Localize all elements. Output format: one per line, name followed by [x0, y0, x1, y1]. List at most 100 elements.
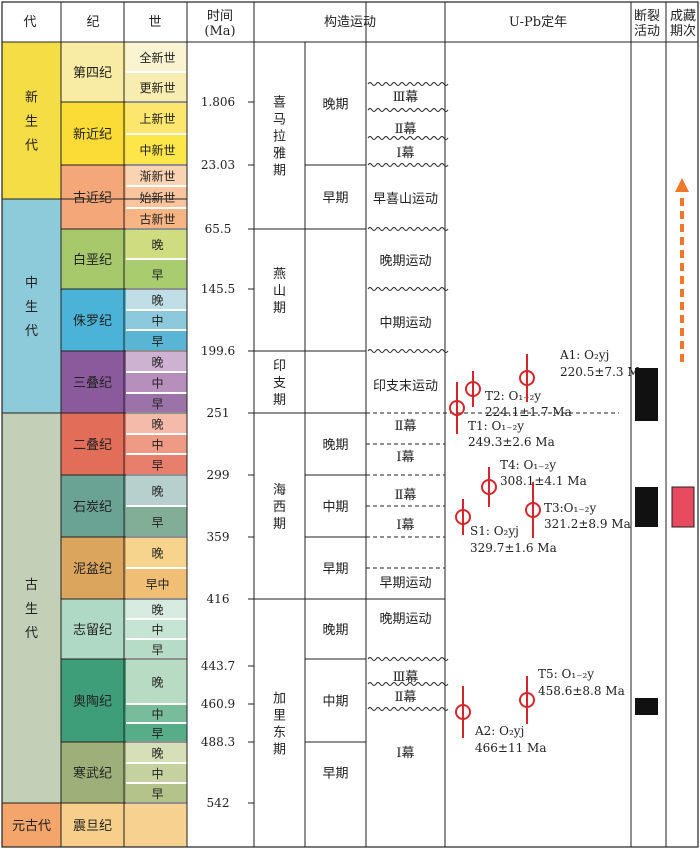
time-label: 542 [207, 796, 230, 810]
orogeny-label-char: 拉 [273, 130, 286, 145]
period-cell [63, 229, 124, 289]
period-cell [63, 659, 124, 742]
upb-sample-age: 466±11 Ma [475, 741, 546, 755]
epoch-label: 早 [151, 397, 163, 411]
epoch-label: 始新世 [139, 190, 175, 205]
orogeny-label-char: 海 [273, 483, 286, 498]
period-label: 二叠纪 [73, 438, 112, 453]
epoch-cell [126, 413, 187, 434]
upb-point [449, 400, 465, 416]
epoch-cell [126, 208, 187, 229]
color-fills [2, 41, 187, 847]
period-cell [63, 42, 124, 102]
wavy-line [367, 108, 449, 112]
period-label: 石炭纪 [73, 500, 112, 515]
upb-point [525, 502, 541, 518]
epoch-cell [126, 537, 187, 568]
orogeny-label-char: 西 [273, 500, 286, 515]
era-cell [2, 803, 61, 847]
epoch-label: 晚 [151, 747, 163, 761]
wavy-line [367, 227, 449, 231]
period-label: 寒武纪 [73, 766, 112, 782]
epoch-cell [126, 454, 187, 475]
orogeny-label-char: 马 [273, 113, 286, 128]
time-label: 251 [207, 406, 230, 420]
epoch-label: 早 [151, 335, 163, 349]
epoch-label: 中 [151, 622, 163, 637]
upb-markers [449, 354, 541, 738]
event-label: Ⅱ幕 [395, 122, 417, 137]
epoch-label: 渐新世 [139, 169, 175, 184]
era-cell [2, 42, 61, 199]
epoch-cell [126, 506, 187, 537]
period-cell [63, 742, 124, 803]
period-cell [63, 803, 124, 847]
period-cell [63, 599, 124, 659]
time-label: 416 [207, 592, 230, 606]
event-label: Ⅰ幕 [396, 450, 414, 465]
upb-sample-name: T2: O₁₋₂y [485, 389, 541, 403]
epoch-label: 全新世 [139, 50, 175, 65]
time-label: 199.6 [201, 344, 235, 358]
header-era: 代 [23, 15, 36, 30]
epoch-label: 中 [151, 313, 163, 328]
period-cell [63, 475, 124, 537]
period-label: 古近纪 [73, 191, 112, 206]
epoch-cell [126, 704, 187, 723]
epoch-label: 晚 [151, 547, 163, 561]
epoch-cell [126, 372, 187, 393]
stage-label: 早期 [322, 767, 348, 782]
epoch-cell [126, 568, 187, 599]
wavy-line [367, 136, 449, 140]
epoch-label: 古新世 [139, 212, 175, 227]
trend-arrow-head [675, 178, 689, 192]
event-label: 早期运动 [379, 576, 431, 591]
era-label-char: 新 [25, 90, 38, 106]
epoch-cell [126, 783, 187, 803]
wavy-line [367, 82, 449, 86]
event-label: 印支末运动 [373, 379, 438, 394]
upb-point [519, 370, 535, 386]
orogeny-label-char: 期 [273, 743, 286, 758]
epoch-cell [126, 259, 187, 289]
wavy-line [367, 657, 449, 661]
upb-sample-age: 458.6±8.8 Ma [538, 684, 625, 698]
orogeny-label-char: 期 [273, 301, 286, 316]
time-label: 460.9 [201, 697, 235, 711]
epoch-cell [126, 102, 187, 134]
epoch-label: 早 [151, 727, 163, 741]
period-cell [63, 537, 124, 599]
orogeny-label-char: 东 [273, 726, 286, 741]
period-label: 三叠纪 [73, 376, 112, 391]
event-label: 晚期运动 [379, 254, 431, 269]
event-label: Ⅰ幕 [396, 518, 414, 533]
epoch-cell [126, 475, 187, 506]
period-cell [63, 351, 124, 413]
epoch-label: 上新世 [139, 111, 175, 126]
upb-sample-age: 224.1±1.7 Ma [485, 405, 572, 419]
event-label: Ⅰ幕 [396, 746, 414, 761]
epoch-cell [126, 803, 187, 847]
epoch-cell [126, 763, 187, 783]
orogeny-label-char: 加 [273, 692, 286, 707]
epoch-cell [126, 134, 187, 165]
orogeny-label-char: 支 [273, 376, 286, 391]
period-label: 侏罗纪 [73, 314, 112, 329]
period-cell [63, 102, 124, 165]
upb-sample-name: T5: O₁₋₂y [538, 667, 594, 681]
epoch-label: 晚 [151, 418, 163, 432]
time-label: 145.5 [201, 282, 235, 296]
epoch-label: 中 [151, 437, 163, 452]
epoch-label: 中 [151, 766, 163, 781]
upb-sample-name: T3:O₁₋₂y [544, 501, 596, 515]
event-label: Ⅲ幕 [393, 670, 419, 685]
upb-sample-age: 308.1±4.1 Ma [500, 474, 587, 488]
header-fault-1: 断裂 [634, 9, 660, 24]
epoch-cell [126, 165, 187, 186]
orogeny-label-char: 雅 [273, 147, 286, 162]
period-label: 第四纪 [73, 66, 112, 81]
orogeny-label-char: 印 [273, 359, 286, 374]
upb-sample-age: 321.2±8.9 Ma [544, 517, 631, 531]
